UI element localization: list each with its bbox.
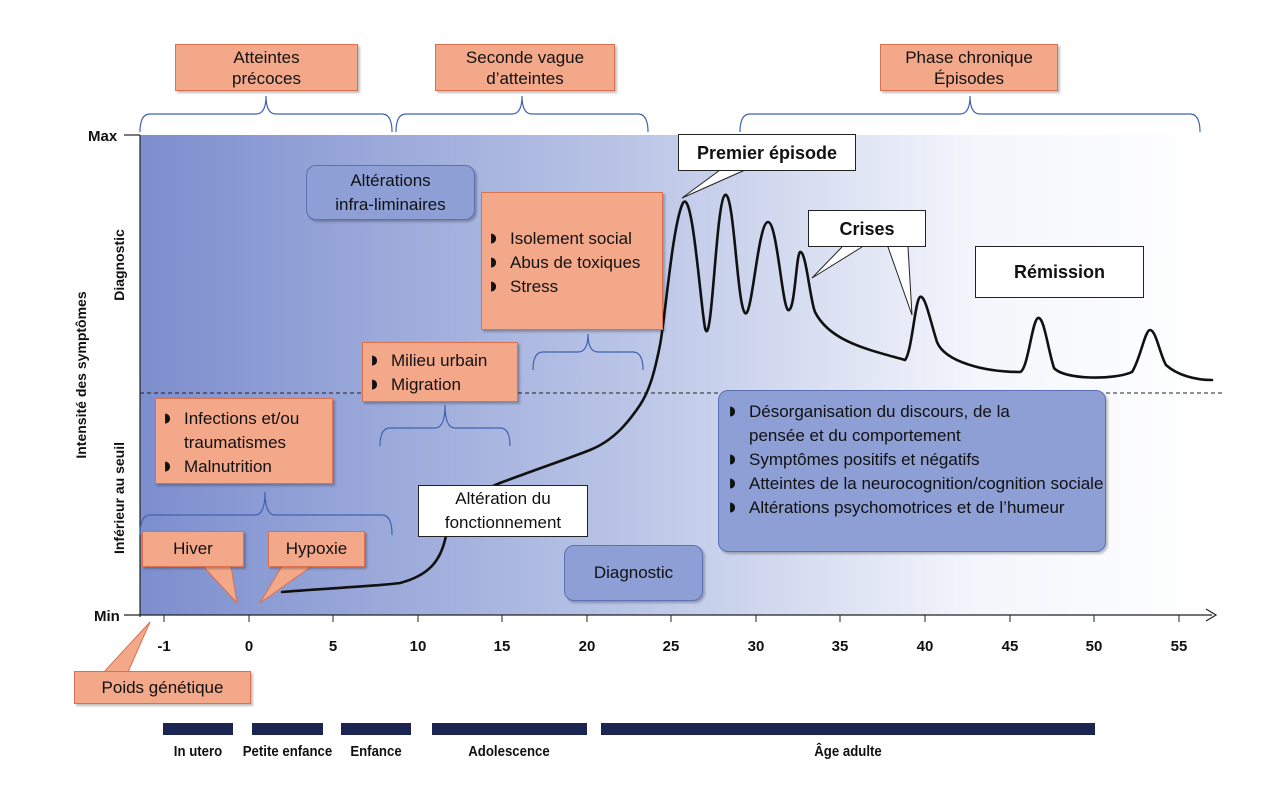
first-episode-callout-tail xyxy=(681,169,746,199)
bracket-chronic-top xyxy=(739,95,1201,133)
symptom-item: Altérations psychomotrices et de l’humeu… xyxy=(727,496,1095,520)
period-bar-enfance xyxy=(341,723,411,735)
period-label-in-utero: In utero xyxy=(173,743,223,760)
crises-callout-tail-2 xyxy=(887,246,913,316)
first-episode-label: Premier épisode xyxy=(696,142,838,163)
y-axis-title: Intensité des symptômes xyxy=(73,291,89,458)
hypoxia-box: Hypoxie xyxy=(268,531,365,567)
bracket-infections xyxy=(139,491,393,536)
urban-item: Migration xyxy=(369,373,517,397)
period-bar-adolescence xyxy=(432,723,587,735)
x-tick-label: 45 xyxy=(1002,638,1019,655)
functioning-line-1: Altération du xyxy=(455,489,551,508)
remission-box: Rémission xyxy=(975,246,1144,298)
infection-item: Malnutrition xyxy=(162,455,332,479)
x-axis-arrow xyxy=(1205,608,1218,622)
urban-migration-box: Milieu urbain Migration xyxy=(362,342,518,402)
phase-second-wave-line-2: d’atteintes xyxy=(486,68,564,88)
x-axis-ticks xyxy=(163,615,1180,622)
x-tick-label: 15 xyxy=(494,638,511,655)
urban-migration-list: Milieu urbain Migration xyxy=(369,349,517,397)
phase-chronic-line-1: Phase chronique xyxy=(905,47,1033,67)
diagnostic-label: Diagnostic xyxy=(593,563,674,582)
hypoxia-label: Hypoxie xyxy=(285,539,348,558)
symptom-item: Symptômes positifs et négatifs xyxy=(727,448,1095,472)
genetic-callout-tail xyxy=(103,621,151,673)
winter-callout-tail xyxy=(202,565,238,605)
x-tick-label: 0 xyxy=(245,638,253,655)
period-label-adolescence: Adolescence xyxy=(468,743,550,760)
y-max-label: Max xyxy=(88,128,118,145)
y-min-label: Min xyxy=(94,608,120,625)
period-bar-in-utero xyxy=(163,723,233,735)
subthreshold-line-2: infra-liminaires xyxy=(335,194,446,214)
phase-early-box: Atteintes précoces xyxy=(175,44,358,91)
infections-list: Infections et/ou traumatismes Malnutriti… xyxy=(162,407,332,479)
bracket-early-top xyxy=(139,95,393,133)
symptoms-list: Désorganisation du discours, de la pensé… xyxy=(727,400,1103,520)
risk-factors-list: Isolement social Abus de toxiques Stress xyxy=(488,227,662,299)
phase-second-wave-box: Seconde vague d’atteintes xyxy=(435,44,615,91)
functioning-alteration-box: Altération du fonctionnement xyxy=(418,485,588,537)
remission-label: Rémission xyxy=(1013,262,1106,282)
symptom-item: Désorganisation du discours, de la pensé… xyxy=(727,400,1039,448)
phase-early-line-2: précoces xyxy=(232,68,301,88)
period-label-petite-enfance: Petite enfance xyxy=(242,743,333,760)
x-tick-label: 10 xyxy=(410,638,427,655)
risk-factor-item: Stress xyxy=(488,275,662,299)
x-tick-label: 25 xyxy=(663,638,680,655)
phase-chronic-box: Phase chronique Épisodes xyxy=(880,44,1058,91)
x-tick-label: 50 xyxy=(1086,638,1103,655)
symptom-item: Atteintes de la neurocognition/cognition… xyxy=(727,472,1109,496)
genetic-label: Poids génétique xyxy=(101,677,224,697)
risk-factor-item: Abus de toxiques xyxy=(488,251,662,275)
phase-second-wave-line-1: Seconde vague xyxy=(465,47,585,67)
winter-label: Hiver xyxy=(173,539,213,558)
period-label-enfance: Enfance xyxy=(350,743,402,760)
risk-factor-item: Isolement social xyxy=(488,227,662,251)
first-episode-box: Premier épisode xyxy=(678,134,856,171)
subthreshold-line-1: Altérations xyxy=(350,170,431,190)
bracket-risk xyxy=(532,333,644,371)
phase-chronic-line-2: Épisodes xyxy=(934,68,1004,88)
winter-box: Hiver xyxy=(142,531,244,567)
subthreshold-alterations-box: Altérations infra-liminaires xyxy=(306,165,475,220)
x-tick-label: 20 xyxy=(579,638,596,655)
crises-label: Crises xyxy=(839,218,895,239)
functioning-line-2: fonctionnement xyxy=(444,513,562,532)
infections-box: Infections et/ou traumatismes Malnutriti… xyxy=(155,398,333,484)
symptoms-box: Désorganisation du discours, de la pensé… xyxy=(718,390,1106,552)
x-tick-label: -1 xyxy=(157,638,170,655)
symptom-curve xyxy=(280,193,1214,594)
bracket-urban xyxy=(379,404,511,447)
hypoxia-callout-tail xyxy=(259,565,313,604)
y-lower-label: Inférieur au seuil xyxy=(111,442,127,554)
y-upper-label: Diagnostic xyxy=(111,229,127,301)
x-tick-label: 55 xyxy=(1171,638,1188,655)
period-bar-age-adulte xyxy=(601,723,1095,735)
x-tick-label: 30 xyxy=(748,638,765,655)
crises-box: Crises xyxy=(808,210,926,247)
diagnostic-box: Diagnostic xyxy=(564,545,703,601)
x-tick-label: 35 xyxy=(832,638,849,655)
urban-item: Milieu urbain xyxy=(369,349,517,373)
period-bar-petite-enfance xyxy=(252,723,323,735)
x-tick-label: 40 xyxy=(917,638,934,655)
genetic-weight-box: Poids génétique xyxy=(74,671,251,704)
x-tick-label: 5 xyxy=(329,638,337,655)
crises-callout-tail-1 xyxy=(811,246,863,279)
bracket-second-wave-top xyxy=(395,95,649,133)
phase-early-line-1: Atteintes xyxy=(233,47,300,67)
period-label-age-adulte: Âge adulte xyxy=(814,743,882,760)
risk-factors-adolescence-box: Isolement social Abus de toxiques Stress xyxy=(481,192,663,330)
infection-item: Infections et/ou traumatismes xyxy=(162,407,319,455)
